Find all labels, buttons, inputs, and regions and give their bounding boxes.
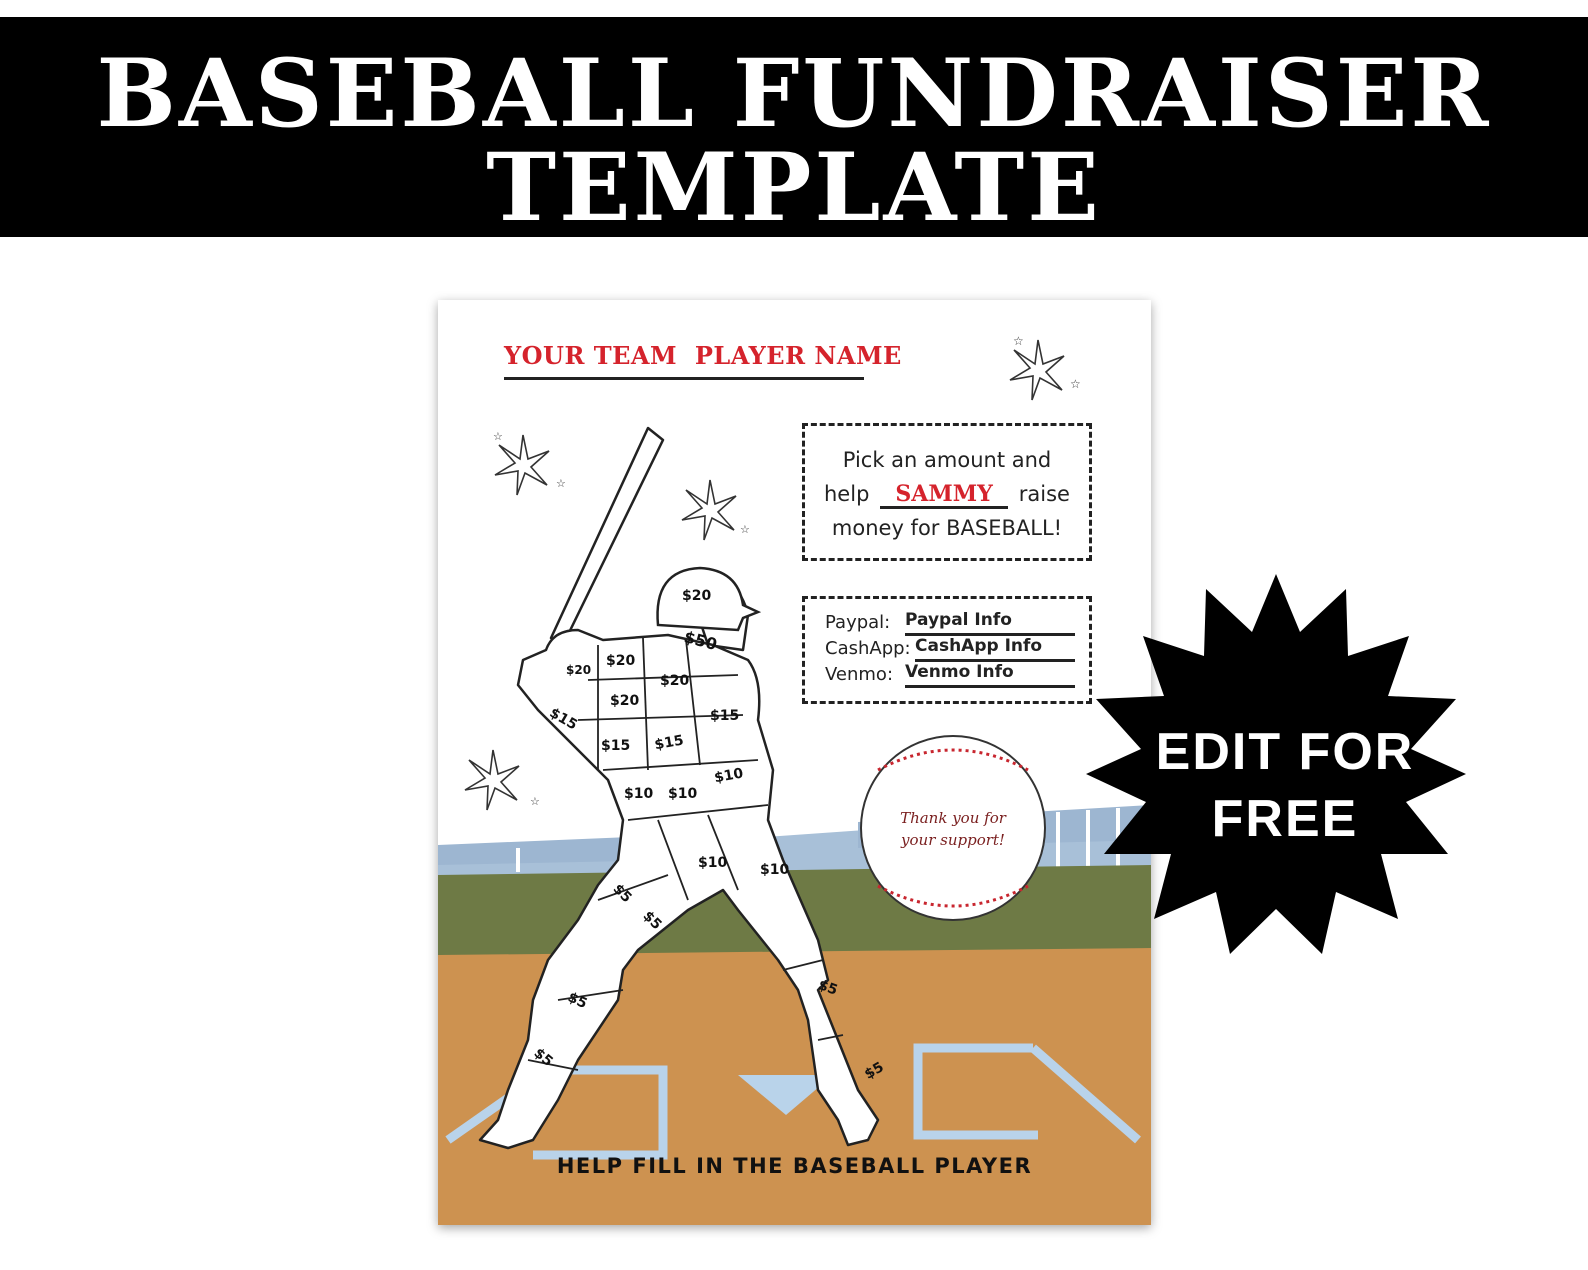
badge-line-1: EDIT FOR bbox=[1155, 723, 1415, 781]
svg-text:☆: ☆ bbox=[493, 430, 503, 443]
cashapp-info-field[interactable]: CashApp Info bbox=[915, 635, 1075, 662]
amount-shin-left: $5 bbox=[565, 989, 589, 1012]
svg-text:☆: ☆ bbox=[530, 795, 540, 808]
svg-text:☆: ☆ bbox=[740, 523, 750, 536]
pick-line-1: Pick an amount and bbox=[842, 448, 1052, 472]
amount-chest-right: $20 bbox=[660, 673, 689, 689]
amount-shin-right: $5 bbox=[816, 977, 840, 999]
amount-thigh-mid: $10 bbox=[698, 855, 727, 871]
amount-torso-right: $15 bbox=[710, 708, 739, 724]
thank-you-baseball: Thank you for your support! bbox=[860, 735, 1046, 921]
venmo-info-field[interactable]: Venmo Info bbox=[905, 661, 1075, 688]
edit-for-free-badge bbox=[1086, 574, 1466, 954]
raise-word: raise bbox=[1018, 482, 1070, 506]
title-banner: BASEBALL FUNDRAISER TEMPLATE bbox=[0, 17, 1588, 237]
amount-torso-mid: $15 bbox=[653, 732, 685, 753]
svg-text:☆: ☆ bbox=[1070, 377, 1081, 391]
amount-helmet: $20 bbox=[682, 588, 711, 604]
payment-row-venmo: Venmo: Venmo Info bbox=[825, 661, 1085, 688]
cashapp-label: CashApp: bbox=[825, 638, 911, 659]
badge-line-2: FREE bbox=[1211, 790, 1359, 848]
banner-title-line2: TEMPLATE bbox=[486, 133, 1102, 243]
stadium-scene: ☆ ☆ ☆ ☆ ☆ ☆ Thank you for your support! bbox=[438, 300, 1151, 1225]
pick-amount-box: Pick an amount and help SAMMY raise mone… bbox=[802, 423, 1092, 561]
svg-text:☆: ☆ bbox=[556, 477, 566, 490]
player-seams bbox=[527, 637, 844, 1071]
team-player-title: YOUR TEAM PLAYER NAME bbox=[504, 341, 902, 370]
fundraiser-flyer: ☆ ☆ ☆ ☆ ☆ ☆ Thank you for your support! bbox=[438, 300, 1151, 1225]
amount-thigh-right: $10 bbox=[760, 862, 789, 878]
paypal-label: Paypal: bbox=[825, 612, 891, 633]
amount-waist-left: $10 bbox=[624, 786, 653, 802]
amount-chest-top: $20 bbox=[606, 653, 635, 669]
banner-title-line1: BASEBALL FUNDRAISER bbox=[96, 39, 1492, 149]
amount-shoulder-left: $20 bbox=[566, 663, 591, 677]
player-name-blank[interactable]: SAMMY bbox=[880, 482, 1009, 509]
sparkle-decoration: ☆ ☆ ☆ ☆ ☆ ☆ bbox=[464, 334, 1081, 811]
player-helmet bbox=[656, 566, 762, 632]
pick-line-3: money for BASEBALL! bbox=[831, 516, 1063, 540]
home-plate bbox=[738, 1075, 833, 1115]
payment-info-box: Paypal: Paypal Info CashApp: CashApp Inf… bbox=[802, 596, 1092, 704]
amount-chest-mid: $20 bbox=[610, 693, 639, 709]
help-word: help bbox=[824, 482, 870, 506]
ball-message-line1: Thank you for bbox=[900, 809, 1007, 827]
amount-waist-mid: $10 bbox=[668, 786, 697, 802]
ball-message-line2: your support! bbox=[900, 831, 1005, 849]
amount-torso-left: $15 bbox=[601, 738, 630, 754]
payment-row-paypal: Paypal: Paypal Info bbox=[825, 609, 1085, 636]
title-underline bbox=[504, 377, 864, 380]
amount-waist-right: $10 bbox=[713, 765, 745, 786]
payment-row-cashapp: CashApp: CashApp Info bbox=[825, 635, 1085, 662]
paypal-info-field[interactable]: Paypal Info bbox=[905, 609, 1075, 636]
pick-line-2: help SAMMY raise bbox=[805, 482, 1089, 509]
flyer-footer: HELP FILL IN THE BASEBALL PLAYER bbox=[556, 1154, 1033, 1178]
donation-amounts: $20 $50 $20 $20 $20 $20 $15 $15 $15 $15 … bbox=[531, 588, 887, 1083]
svg-text:☆: ☆ bbox=[1013, 334, 1024, 348]
venmo-label: Venmo: bbox=[825, 664, 894, 685]
